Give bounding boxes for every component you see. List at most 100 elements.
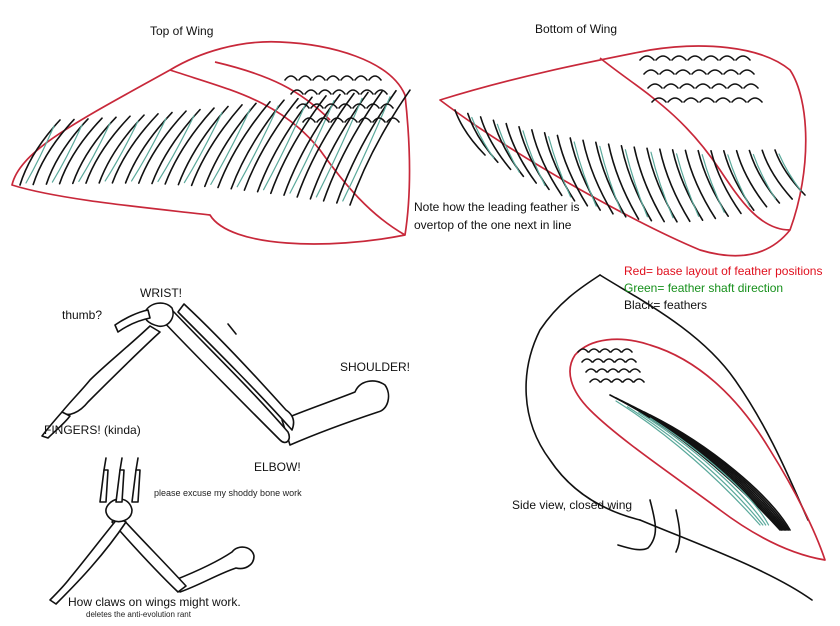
top-feather-shaft: [78, 122, 111, 182]
bottom-feather-stroke: [659, 148, 691, 223]
bottom-covert-scallop: [695, 83, 711, 89]
bottom-covert-scallop: [659, 69, 675, 75]
bird-feather-shaft: [649, 417, 770, 526]
bottom-feather-stroke: [569, 137, 601, 211]
bird-belly-outline: [639, 519, 813, 601]
bottom-feather-stroke: [710, 150, 742, 215]
top-feather-shaft: [289, 100, 335, 194]
bird-feather-shaft: [626, 406, 764, 526]
top-feather-stroke: [217, 100, 271, 189]
legend-black: Black= feathers: [624, 298, 708, 312]
bottom-covert-scallop: [743, 83, 759, 89]
bottom-covert-scallop: [723, 69, 739, 75]
ulna-bone: [159, 309, 291, 444]
top-covert-scallop: [358, 117, 372, 123]
top-covert-scallop: [340, 75, 354, 81]
clawed-wing-drawing: [49, 457, 255, 605]
top-covert-scallop: [372, 117, 386, 123]
bottom-wing-drawing: [439, 45, 807, 257]
bottom-covert-scallop: [675, 69, 691, 75]
bottom-feather-stroke: [774, 149, 806, 196]
bird-back-outline: [599, 274, 809, 521]
bird-covert-scallop: [589, 378, 601, 383]
bottom-feather-stroke: [479, 116, 512, 171]
top-covert-scallop: [326, 75, 340, 81]
bottom-covert-scallop: [667, 97, 683, 103]
top-covert-scallop: [330, 117, 344, 123]
top-feather-stroke: [243, 97, 299, 191]
bottom-feather-stroke: [492, 119, 525, 178]
bottom-covert-scallop: [707, 69, 723, 75]
bottom-covert-scallop: [727, 83, 743, 89]
top-covert-scallop: [290, 89, 304, 95]
top-feather-stroke: [19, 119, 61, 186]
side-view-bird-drawing: [525, 274, 826, 601]
top-covert-scallop: [338, 103, 352, 109]
bird-covert-scallop: [592, 358, 604, 363]
top-covert-scallop: [312, 75, 326, 81]
top-covert-scallop: [352, 103, 366, 109]
bottom-feather-shaft: [778, 153, 802, 192]
bottom-covert-scallop: [715, 97, 731, 103]
bottom-feather-stroke: [454, 109, 486, 156]
bottom-feather-stroke: [723, 150, 755, 212]
top-feather-stroke: [270, 95, 327, 195]
bird-covert-scallop: [599, 348, 611, 353]
top-covert-scallop: [360, 89, 374, 95]
bird-wing-outline: [569, 338, 826, 561]
claw-tip: [135, 457, 139, 471]
hand-bone: [61, 325, 161, 416]
claw-finger-bone: [131, 469, 141, 503]
bird-feather-shaft: [615, 400, 761, 526]
bottom-feather-stroke: [620, 144, 653, 222]
wrist-label: WRIST!: [140, 286, 182, 300]
top-covert-scallop: [344, 117, 358, 123]
top-covert-scallop: [310, 103, 324, 109]
bottom-feather-shaft: [599, 145, 623, 214]
bottom-covert-scallop: [679, 83, 695, 89]
top-feather-stroke: [349, 89, 411, 206]
top-covert-scallop: [366, 103, 380, 109]
top-covert-scallop: [354, 75, 368, 81]
bottom-feather-stroke: [505, 122, 537, 184]
top-feather-shaft: [131, 117, 167, 182]
bird-covert-scallop: [629, 368, 641, 373]
bird-body-outline: [525, 274, 641, 521]
top-feather-stroke: [58, 117, 103, 185]
top-covert-scallop: [374, 89, 388, 95]
bottom-covert-scallop: [739, 69, 755, 75]
top-wing-outline: [11, 40, 411, 245]
deletes-note: deletes the anti-evolution rant: [86, 610, 191, 619]
bird-covert-scallop: [614, 358, 626, 363]
bird-covert-scallop: [621, 348, 633, 353]
legend-green: Green= feather shaft direction: [624, 281, 784, 295]
top-covert-scallop: [318, 89, 332, 95]
top-of-wing-label: Top of Wing: [150, 24, 214, 38]
top-covert-scallop: [346, 89, 360, 95]
bird-covert-scallop: [585, 368, 597, 373]
top-covert-scallop: [368, 75, 382, 81]
bird-covert-scallop: [600, 378, 612, 383]
top-feather-stroke: [190, 104, 243, 187]
clawed-hand: [49, 517, 127, 605]
bottom-covert-scallop: [643, 69, 659, 75]
claw-finger-bone: [115, 469, 125, 503]
legend-red: Red= base layout of feather positions: [624, 264, 823, 278]
bottom-covert-scallop: [719, 55, 735, 61]
bottom-feather-stroke: [748, 149, 781, 204]
top-covert-scallop: [380, 103, 394, 109]
bottom-covert-scallop: [663, 83, 679, 89]
bottom-feather-stroke: [531, 129, 563, 197]
claw-fingers: [99, 457, 141, 503]
bottom-feather-stroke: [697, 149, 729, 218]
top-covert-scallop: [324, 103, 338, 109]
radius-bone: [177, 303, 295, 431]
bird-covert-scallop: [625, 358, 637, 363]
note-line-2: overtop of the one next in line: [414, 218, 572, 232]
bottom-covert-scallop: [699, 97, 715, 103]
pencil-tick: [227, 323, 237, 335]
bird-covert-scallop: [577, 348, 589, 353]
bottom-covert-scallop: [683, 97, 699, 103]
bird-covert-scallop: [633, 378, 645, 383]
